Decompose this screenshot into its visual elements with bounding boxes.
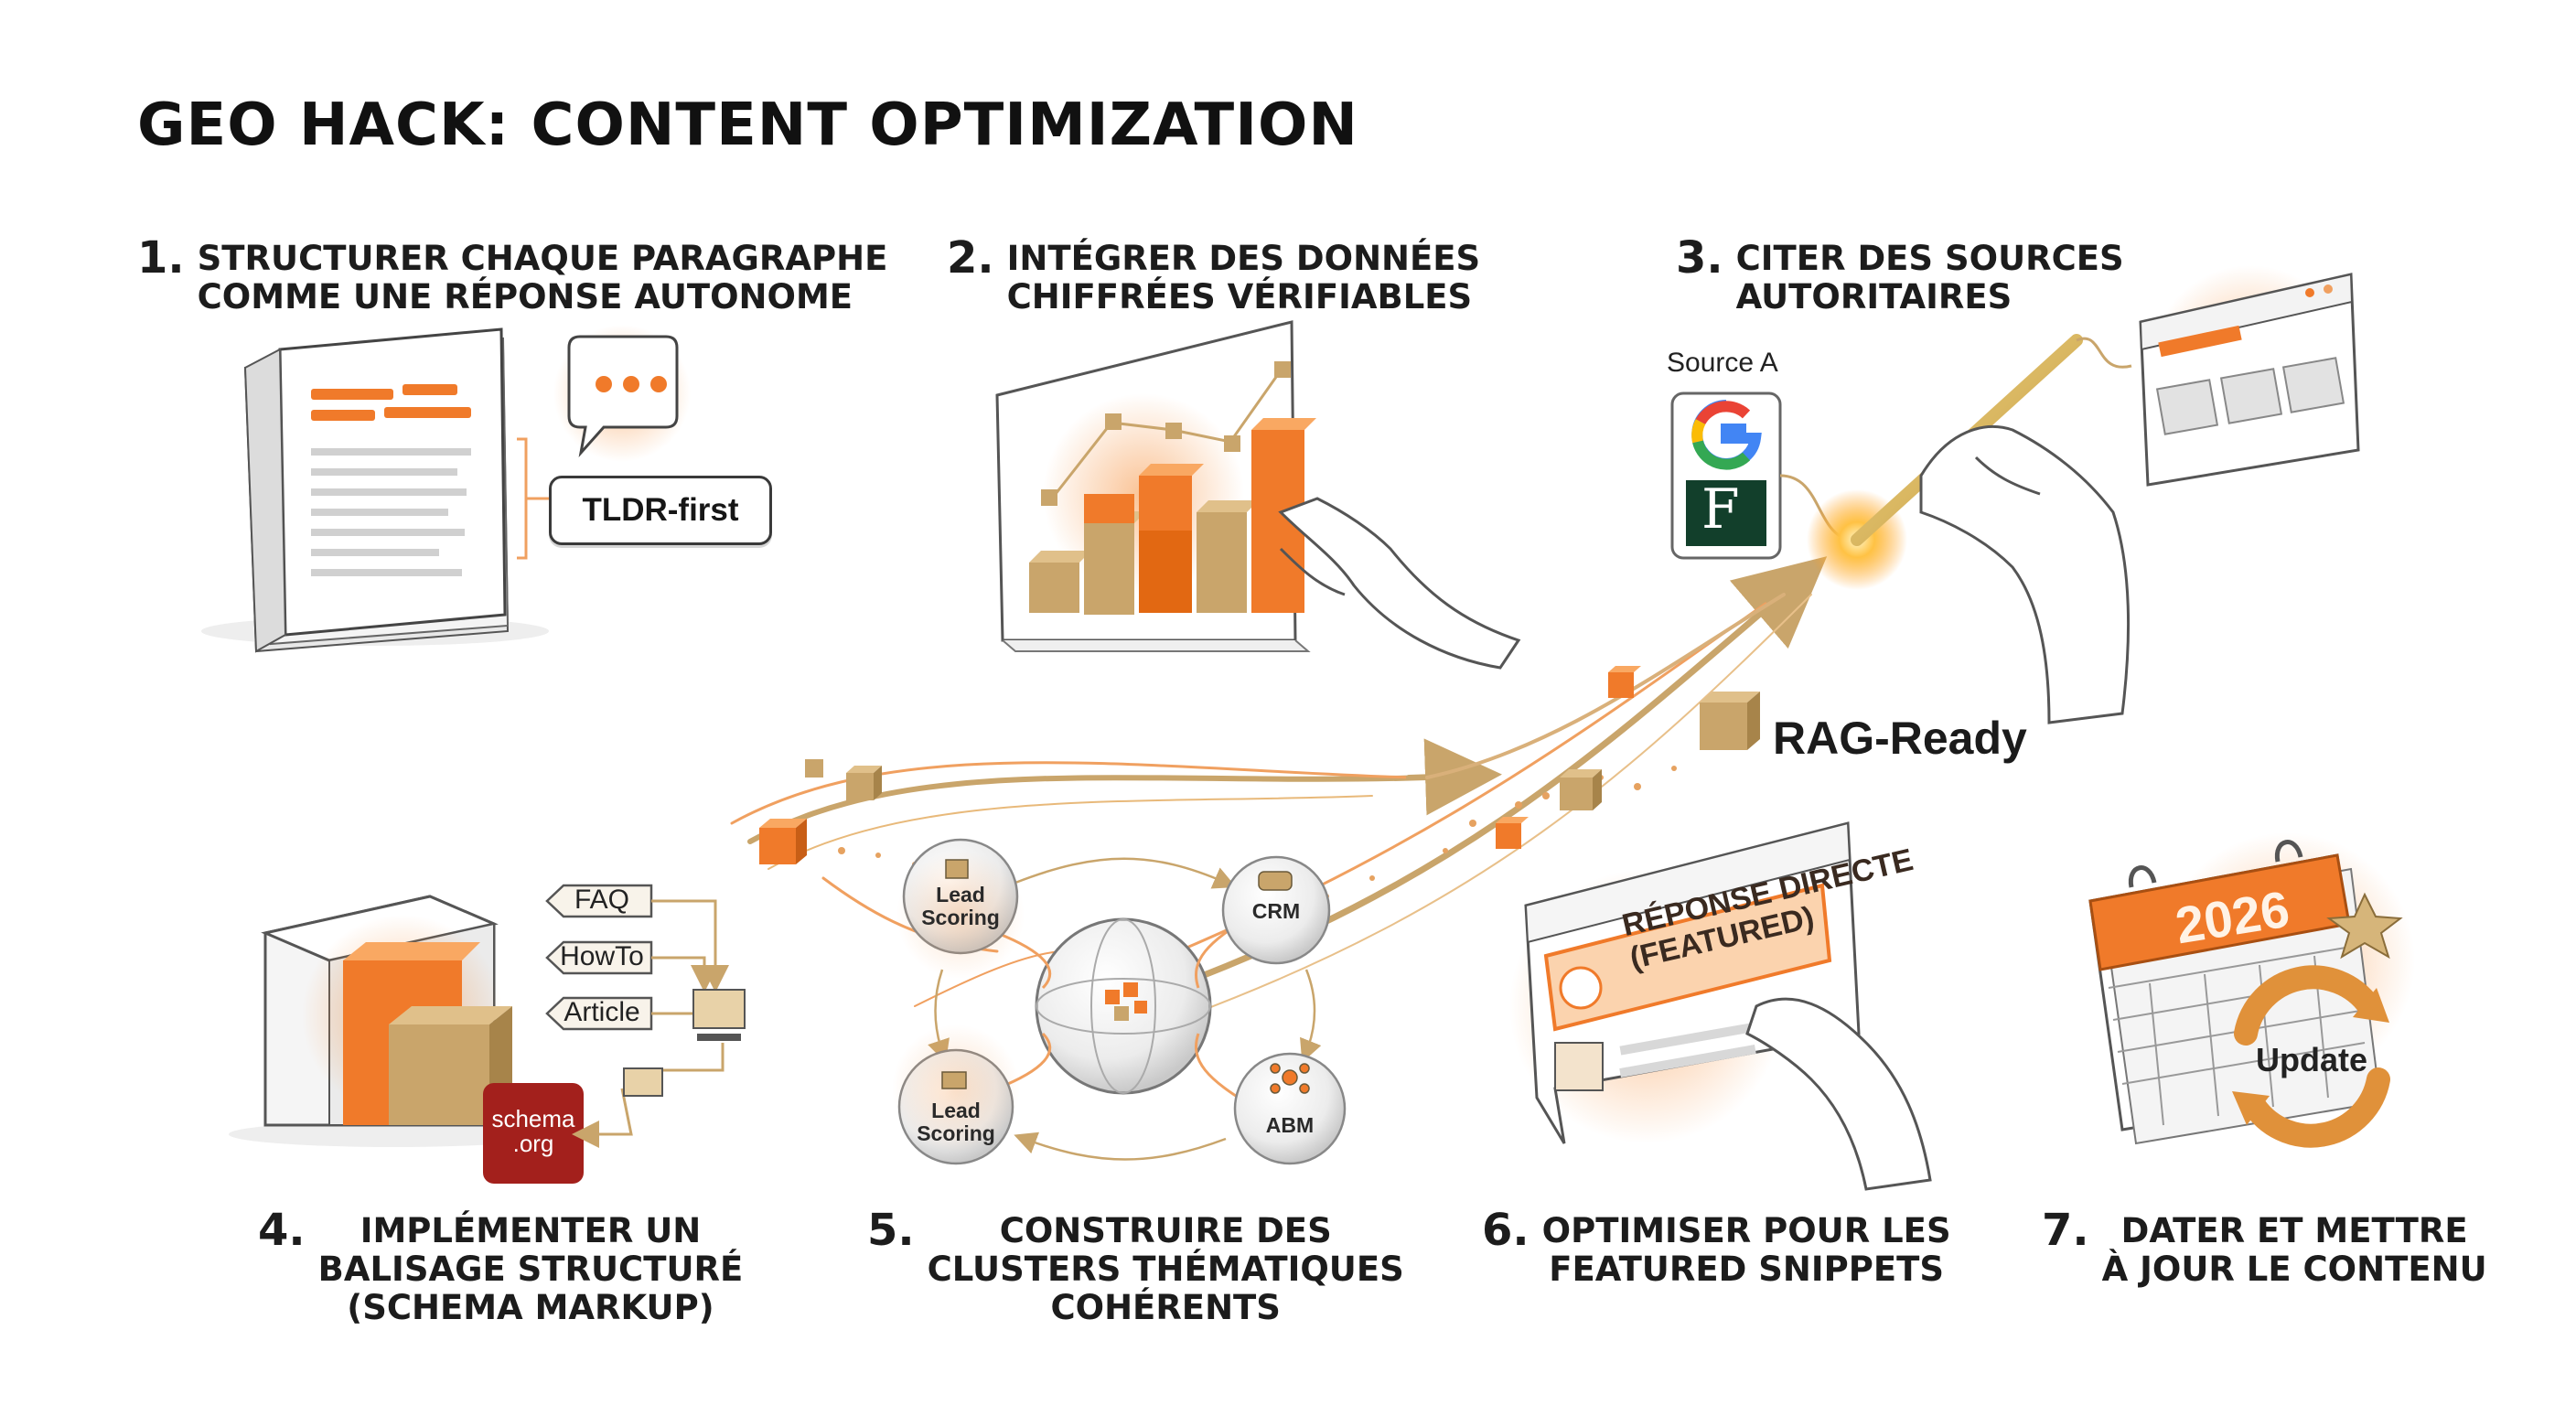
schema-tag-faq: FAQ [574,885,629,915]
cluster-icons [941,859,1310,1094]
step2-illustration [995,320,1521,670]
bar-cubes [1029,418,1316,615]
step-5-number: 5. [867,1205,915,1256]
step-7-line-2: À JOUR LE CONTENU [2101,1249,2487,1289]
step-6-line-1: OPTIMISER POUR LES [1541,1211,1951,1250]
step-4-line-2: BALISAGE STRUCTURÉ [317,1249,744,1289]
step-4-line-3: (SCHEMA MARKUP) [347,1287,714,1327]
step-2-line-2: CHIFFRÉES VÉRIFIABLES [1006,276,1473,316]
schema-org-logo-text: schema .org [491,1105,575,1158]
step-3-number: 3. [1676,232,1723,284]
cluster-node-abm: ABM [1265,1113,1315,1137]
rag-ready-label: RAG-Ready [1773,713,2027,764]
step-2-line-1: INTÉGRER DES DONNÉES [1006,239,1481,278]
cluster-node-lead-scoring-bottom: Lead Scoring [917,1099,995,1146]
step-1-line-2: COMME UNE RÉPONSE AUTONOME [197,276,853,316]
schema-tag-article: Article [564,997,640,1027]
step-4-line-1: IMPLÉMENTER UN [360,1211,702,1250]
step-5-line-3: COHÉRENTS [1050,1287,1281,1327]
google-logo [1691,400,1762,470]
cluster-node-lead-scoring-top: Lead Scoring [921,883,1000,930]
step-6-line-2: FEATURED SNIPPETS [1549,1249,1944,1289]
flow-cubes [759,666,1760,864]
step1-illustration [201,325,691,653]
page-title: GEO HACK: CONTENT OPTIMIZATION [137,91,1358,159]
step-2-number: 2. [947,232,994,284]
step-7-line-1: DATER ET METTRE [2120,1211,2468,1250]
step6-illustration [1509,821,1932,1191]
step-1-line-1: STRUCTURER CHAQUE PARAGRAPHE [197,239,888,278]
source-a-label: Source A [1667,348,1778,378]
step-3-line-1: CITER DES SOURCES [1735,239,2124,278]
step-5-line-1: CONSTRUIRE DES [999,1211,1332,1250]
step3-illustration [1670,265,2360,724]
tldr-first-badge: TLDR-first [549,476,772,545]
f-source-letter: F [1701,477,1740,542]
schema-tag-howto: HowTo [560,941,644,971]
update-label: Update [2256,1041,2368,1078]
step5-illustration [892,838,1347,1165]
step-7-number: 7. [2042,1205,2089,1256]
step4-illustration [229,884,746,1184]
step-1-number: 1. [137,232,185,284]
step-5-line-2: CLUSTERS THÉMATIQUES [927,1249,1404,1289]
step7-illustration [2088,832,2415,1148]
step-3-line-2: AUTORITAIRES [1735,276,2012,316]
step-6-number: 6. [1482,1205,1530,1256]
step-4-number: 4. [258,1205,306,1256]
cluster-node-crm: CRM [1251,899,1301,923]
